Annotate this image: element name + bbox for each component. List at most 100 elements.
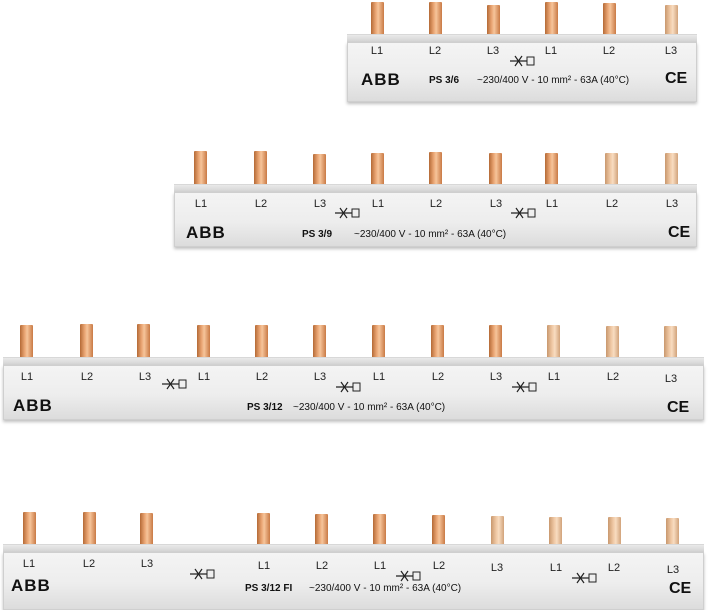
phase-label: L2 bbox=[605, 198, 619, 210]
pin bbox=[489, 153, 502, 194]
pin bbox=[313, 325, 326, 367]
pin bbox=[429, 152, 442, 194]
phase-label: L2 bbox=[606, 371, 620, 383]
comb-strip bbox=[347, 34, 697, 43]
busbar-housing bbox=[3, 552, 704, 610]
pin bbox=[257, 513, 270, 554]
pin bbox=[254, 151, 267, 194]
abb-logo: ABB bbox=[11, 576, 51, 595]
abb-logo: ABB bbox=[361, 70, 401, 89]
pin bbox=[547, 325, 560, 367]
phase-label: L2 bbox=[315, 560, 329, 572]
cut-marking-icon bbox=[396, 570, 421, 582]
phase-label: L2 bbox=[607, 562, 621, 574]
phase-label: L3 bbox=[665, 198, 679, 210]
phase-label: L3 bbox=[664, 373, 678, 385]
pin bbox=[137, 324, 150, 367]
cut-marking-icon bbox=[336, 381, 361, 393]
phase-label: L3 bbox=[138, 371, 152, 383]
phase-label: L3 bbox=[140, 558, 154, 570]
cut-marking-icon bbox=[510, 55, 535, 67]
pin bbox=[429, 2, 442, 44]
model-label: PS 3/9 bbox=[302, 229, 333, 240]
busbar-ps-3-12: L1 L2 L3 L1 L2 L3 L1 L2 L3 L1 L2 L3 ABB … bbox=[3, 323, 704, 420]
pin bbox=[545, 2, 558, 44]
ce-mark: CE bbox=[669, 580, 692, 597]
cut-marking-icon bbox=[572, 572, 597, 584]
phase-label: L1 bbox=[20, 371, 34, 383]
ce-mark: CE bbox=[668, 224, 691, 241]
pin bbox=[431, 325, 444, 367]
cut-marking-icon bbox=[190, 568, 215, 580]
phase-label: L3 bbox=[490, 562, 504, 574]
phase-label: L2 bbox=[255, 371, 269, 383]
phase-label: L3 bbox=[664, 45, 678, 57]
phase-label: L3 bbox=[489, 198, 503, 210]
busbar-ps-3-12-fi: L1 L2 L3 L1 L2 L1 L2 L3 L1 L2 L3 ABB PS … bbox=[3, 510, 704, 610]
spec-label: ~230/400 V - 10 mm² - 63A (40°C) bbox=[354, 229, 507, 240]
phase-label: L1 bbox=[549, 562, 563, 574]
pin bbox=[371, 153, 384, 194]
pin bbox=[545, 153, 558, 194]
phase-label: L1 bbox=[547, 371, 561, 383]
phase-label: L3 bbox=[489, 371, 503, 383]
pin bbox=[605, 153, 618, 194]
spec-label: ~230/400 V - 10 mm² - 63A (40°C) bbox=[309, 583, 462, 594]
comb-strip bbox=[3, 544, 704, 553]
comb-strip bbox=[3, 357, 704, 366]
phase-label: L1 bbox=[257, 560, 271, 572]
phase-label: L1 bbox=[371, 198, 385, 210]
phase-label: L2 bbox=[254, 198, 268, 210]
model-label: PS 3/12 bbox=[247, 402, 283, 413]
comb-strip bbox=[174, 184, 697, 193]
ce-mark: CE bbox=[665, 70, 688, 87]
abb-logo: ABB bbox=[186, 223, 226, 242]
phase-label: L2 bbox=[602, 45, 616, 57]
phase-label: L1 bbox=[545, 198, 559, 210]
model-label: PS 3/12 FI bbox=[245, 583, 293, 594]
busbar-ps-3-6: L1 L2 L3 L1 L2 L3 ABB PS 3/6 ~230/400 V … bbox=[347, 0, 697, 102]
pin bbox=[603, 3, 616, 44]
pin bbox=[140, 513, 153, 554]
busbar-housing bbox=[3, 365, 704, 420]
pin bbox=[80, 324, 93, 367]
phase-label: L1 bbox=[372, 371, 386, 383]
phase-label: L1 bbox=[544, 45, 558, 57]
phase-label: L1 bbox=[370, 45, 384, 57]
phase-label: L2 bbox=[80, 371, 94, 383]
cut-marking-icon bbox=[162, 378, 187, 390]
pin bbox=[83, 512, 96, 554]
pin bbox=[664, 326, 677, 367]
phase-label: L3 bbox=[666, 564, 680, 576]
pin bbox=[255, 325, 268, 367]
phase-label: L1 bbox=[194, 198, 208, 210]
phase-label: L3 bbox=[486, 45, 500, 57]
cut-marking-icon bbox=[512, 381, 537, 393]
pin bbox=[489, 325, 502, 367]
busbar-housing bbox=[347, 42, 697, 102]
cut-marking-icon bbox=[335, 207, 360, 219]
cut-marking-icon bbox=[511, 207, 536, 219]
spec-label: ~230/400 V - 10 mm² - 63A (40°C) bbox=[293, 402, 446, 413]
phase-label: L2 bbox=[429, 198, 443, 210]
spec-label: ~230/400 V - 10 mm² - 63A (40°C) bbox=[477, 75, 630, 86]
phase-label: L1 bbox=[197, 371, 211, 383]
abb-logo: ABB bbox=[13, 396, 53, 415]
phase-label: L2 bbox=[432, 560, 446, 572]
pin bbox=[23, 512, 36, 554]
pin bbox=[194, 151, 207, 194]
phase-label: L1 bbox=[373, 560, 387, 572]
pin bbox=[197, 325, 210, 367]
phase-label: L3 bbox=[313, 371, 327, 383]
phase-label: L2 bbox=[431, 371, 445, 383]
ce-mark: CE bbox=[667, 399, 690, 416]
busbar-housing bbox=[174, 192, 697, 247]
phase-label: L2 bbox=[82, 558, 96, 570]
pin bbox=[372, 325, 385, 367]
phase-label: L3 bbox=[313, 198, 327, 210]
busbar-ps-3-9: L1 L2 L3 L1 L2 L3 L1 L2 L3 ABB PS 3/9 ~2… bbox=[174, 151, 697, 247]
pin bbox=[20, 325, 33, 367]
model-label: PS 3/6 bbox=[429, 75, 460, 86]
pin bbox=[606, 326, 619, 367]
phase-label: L2 bbox=[428, 45, 442, 57]
